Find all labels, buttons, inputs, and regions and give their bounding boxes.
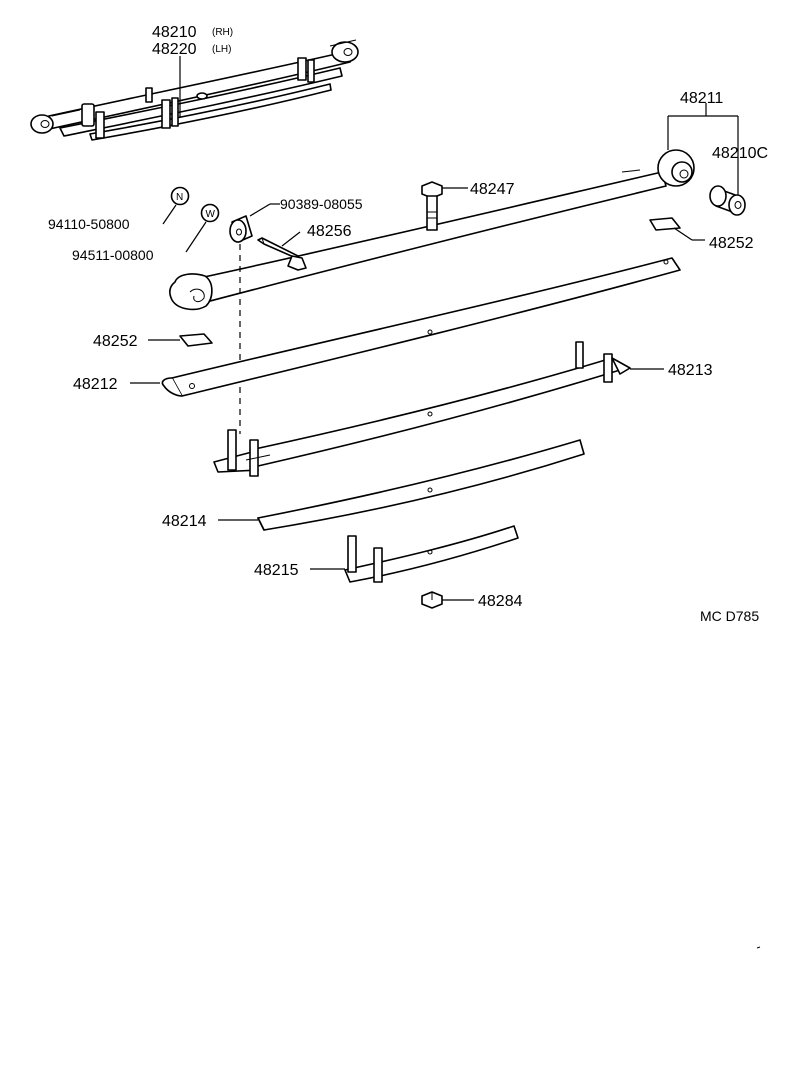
- label-48211: 48211: [680, 90, 723, 107]
- label-48213: 48213: [668, 362, 713, 379]
- label-94110-50800: 94110-50800: [48, 216, 130, 232]
- label-48212: 48212: [73, 376, 118, 393]
- circle-letter-n-icon: N: [170, 186, 190, 206]
- leaf-no1-illustration: [169, 149, 695, 311]
- label-lh: (LH): [212, 44, 231, 55]
- label-48252-left: 48252: [93, 333, 138, 350]
- leaf-no4-illustration: [257, 439, 585, 531]
- label-rh: (RH): [212, 27, 233, 38]
- label-94511-00800: 94511-00800: [72, 247, 154, 263]
- leaf-no3-illustration: [213, 341, 631, 477]
- label-48256: 48256: [307, 223, 352, 240]
- spring-assembly-illustration: [30, 39, 359, 141]
- label-48210: 48210: [152, 24, 197, 41]
- label-48284: 48284: [478, 593, 523, 610]
- leader-48252-right: [673, 227, 693, 241]
- label-48215: 48215: [254, 562, 299, 579]
- leader-90389: [249, 203, 271, 217]
- label-48252-right: 48252: [709, 235, 754, 252]
- circle-letter-w-icon: W: [200, 203, 220, 223]
- leader-w: [185, 221, 207, 253]
- reference-code: MC D785: [700, 608, 759, 624]
- leader-48256: [281, 231, 301, 247]
- label-90389-08055: 90389-08055: [280, 196, 363, 212]
- label-48220: 48220: [152, 41, 197, 58]
- svg-text:W: W: [206, 209, 216, 220]
- svg-text:N: N: [176, 192, 183, 203]
- label-48210c: 48210C: [712, 145, 768, 162]
- insert-left-illustration: [179, 333, 213, 347]
- shackle-bolt-illustration: [257, 237, 307, 271]
- bushing-illustration: [709, 185, 746, 216]
- spacer-illustration: [229, 215, 253, 243]
- label-48214: 48214: [162, 513, 207, 530]
- nut-illustration: [421, 591, 443, 609]
- stray-mark: [756, 946, 761, 949]
- label-48247: 48247: [470, 181, 515, 198]
- leader-n: [162, 204, 177, 225]
- leaf-no2-illustration: [161, 257, 681, 397]
- insert-right-illustration: [649, 217, 681, 231]
- leaf-no5-illustration: [344, 525, 519, 583]
- center-bolt-illustration: [421, 181, 443, 231]
